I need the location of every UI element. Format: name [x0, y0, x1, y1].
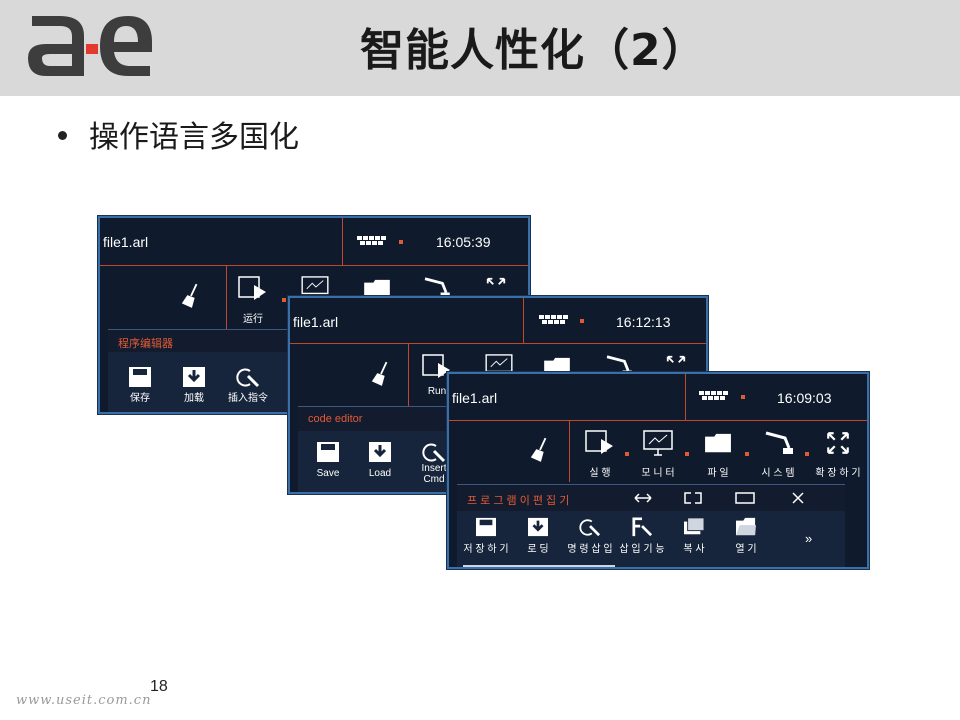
program-editor: 프 로 그 램 이 편 집 기 저 장 하 기 로 딩 명 령 삽 입	[457, 484, 845, 567]
insert-command-button[interactable]: 插入指令	[228, 366, 268, 406]
broom-icon[interactable]	[370, 360, 392, 388]
expand-icon[interactable]	[484, 276, 508, 298]
load-button[interactable]: 로 딩	[527, 517, 549, 561]
status-bar: file1.arl 16:09:03	[449, 374, 867, 421]
file-name: file1.arl	[452, 390, 498, 406]
more-button[interactable]: »	[805, 531, 813, 546]
clock: 16:05:39	[436, 234, 491, 250]
keyboard-icon[interactable]	[699, 391, 729, 401]
bullet-text: 操作语言多国化	[89, 120, 299, 155]
maximize-icon[interactable]	[735, 491, 755, 505]
open-button[interactable]: 열 기	[735, 517, 757, 561]
status-bar: file1.arl 16:05:39	[100, 218, 528, 266]
save-button[interactable]: 保存	[128, 366, 152, 406]
open-folder-icon	[736, 517, 756, 536]
expand-icon	[827, 432, 849, 454]
run-icon	[585, 430, 613, 454]
broom-icon[interactable]	[529, 436, 551, 464]
bullet-dot	[58, 131, 67, 140]
load-button[interactable]: Load	[368, 441, 392, 483]
load-button[interactable]: 加载	[182, 366, 206, 406]
bullet-item: 操作语言多国化	[58, 112, 299, 156]
insert-icon	[422, 443, 446, 463]
slide-title: 智能人性化（2）	[360, 25, 707, 76]
run-label: Run	[427, 386, 447, 397]
insert-function-button[interactable]: 삽 입 기 능	[619, 517, 665, 561]
resize-horizontal-icon[interactable]	[633, 491, 653, 505]
monitor-icon	[643, 430, 673, 456]
folder-icon	[705, 433, 731, 453]
status-bar: file1.arl 16:12:13	[290, 298, 706, 344]
keyboard-icon[interactable]	[357, 236, 387, 246]
editor-title-bar: 프 로 그 램 이 편 집 기	[457, 485, 845, 511]
monitor-button[interactable]: 모 니 터	[641, 430, 675, 479]
watermark: www.useit.com.cn	[16, 693, 152, 708]
download-icon	[369, 442, 391, 462]
insert-command-button[interactable]: Insert Cmd	[421, 441, 447, 485]
copy-button[interactable]: 복 사	[683, 517, 705, 561]
run-button[interactable]: 실 행	[585, 430, 615, 479]
file-name: file1.arl	[103, 234, 149, 250]
clock: 16:12:13	[616, 314, 671, 330]
save-button[interactable]: 저 장 하 기	[463, 517, 509, 561]
folder-icon[interactable]	[362, 278, 392, 300]
file-name: file1.arl	[293, 314, 339, 330]
run-button[interactable]: 运行	[238, 276, 268, 325]
monitor-icon[interactable]	[300, 276, 330, 298]
scroll-indicator	[463, 565, 615, 567]
broom-icon[interactable]	[180, 282, 202, 310]
extend-button[interactable]: 확 장 하 기	[815, 430, 861, 479]
monitor-icon[interactable]	[484, 354, 514, 376]
clock: 16:09:03	[777, 390, 832, 406]
run-icon	[422, 354, 450, 378]
insert-icon	[579, 519, 601, 537]
insert-command-button[interactable]: 명 령 삽 입	[567, 517, 613, 561]
robot-arm-icon	[765, 431, 793, 454]
save-button[interactable]: Save	[316, 441, 340, 483]
file-button[interactable]: 파 일	[703, 430, 733, 479]
run-label: 运行	[243, 314, 263, 325]
insert-icon	[236, 368, 260, 388]
function-icon	[632, 517, 653, 537]
expand-icon[interactable]	[664, 354, 688, 376]
folder-icon[interactable]	[542, 356, 572, 378]
run-button[interactable]: Run	[422, 354, 452, 402]
page-number: 18	[150, 678, 168, 695]
download-icon	[183, 367, 205, 387]
download-icon	[528, 517, 548, 537]
save-icon	[476, 517, 496, 537]
save-icon	[129, 367, 151, 387]
system-button[interactable]: 시 스 템	[761, 430, 795, 479]
save-icon	[317, 442, 339, 462]
split-view-icon[interactable]	[683, 491, 703, 505]
slide-header: 智能人性化（2）	[0, 0, 960, 96]
run-icon	[238, 276, 266, 300]
keyboard-icon[interactable]	[539, 315, 569, 325]
robot-arm-icon[interactable]	[422, 276, 450, 298]
pendant-panel-korean: file1.arl 16:09:03 실 행 모 니 터 파 일 시 스	[447, 372, 869, 569]
close-icon[interactable]	[791, 491, 805, 505]
copy-icon	[684, 517, 705, 535]
ae-logo	[28, 16, 152, 76]
